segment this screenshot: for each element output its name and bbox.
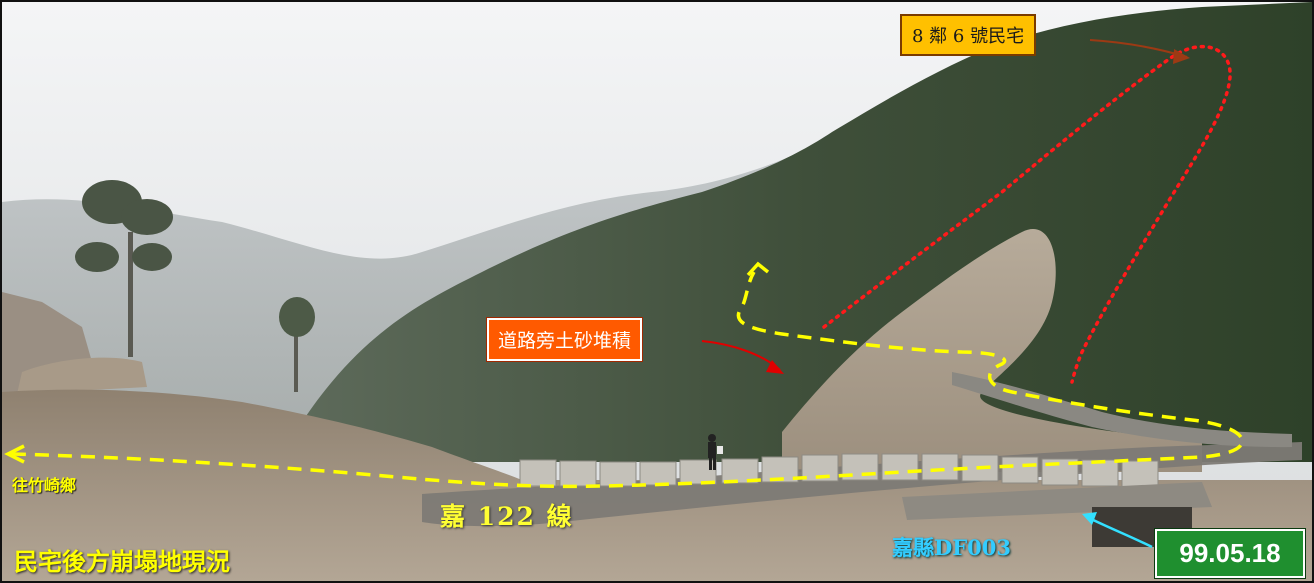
direction-label: 往竹崎鄉 — [12, 476, 77, 495]
road-direction-arrow-left — [4, 444, 25, 464]
date-badge: 99.05.18 — [1154, 528, 1306, 579]
photo-caption: 民宅後方崩塌地現況 — [14, 547, 230, 576]
site-id-pointer-head — [1082, 512, 1097, 525]
pedestrian — [708, 434, 723, 470]
left-rock-ledge — [17, 357, 147, 394]
slide-outline-dotted — [822, 45, 1232, 384]
road-path-dashed-line — [11, 271, 1244, 489]
debris-pointer-head — [766, 360, 784, 374]
resident-pointer-head — [1173, 49, 1190, 64]
bridge-deck — [902, 482, 1212, 520]
debris-accumulation-label: 道路旁土砂堆積 — [485, 317, 644, 362]
resident-house-label: 8 鄰 6 號民宅 — [900, 14, 1037, 56]
tall-tree — [75, 180, 173, 357]
road-direction-arrow-up — [746, 261, 770, 277]
site-id-label: 嘉縣DF003 — [892, 535, 1011, 560]
upper-road-curve — [952, 372, 1292, 448]
road-name-label: 嘉 122 線 — [440, 502, 574, 531]
jersey-barriers — [519, 453, 1159, 488]
landslide-scar — [782, 229, 1202, 472]
small-tree — [279, 297, 315, 392]
